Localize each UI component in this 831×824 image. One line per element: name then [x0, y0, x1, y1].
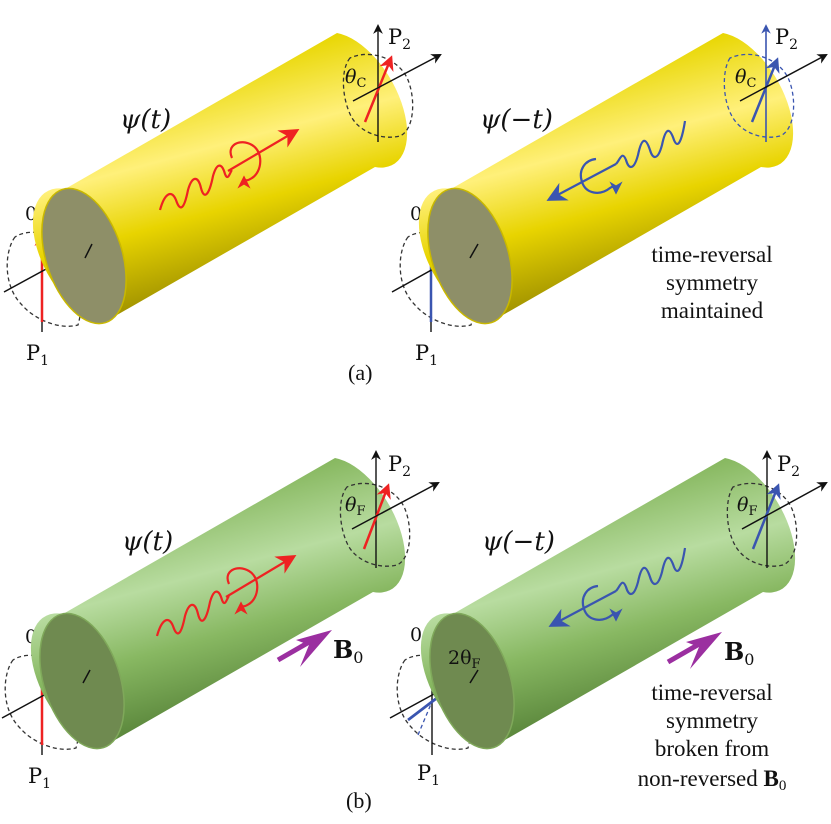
svg-text:time-reversal: time-reversal: [651, 242, 772, 267]
rotation-arrow-icon: [581, 584, 623, 622]
p1-label: P1: [28, 764, 51, 792]
output-polarizer: [723, 24, 828, 142]
rotated-polarization-vector-icon: [363, 55, 394, 123]
wave-label: ψ(−t): [482, 527, 555, 557]
field-label: B0: [724, 637, 754, 669]
rotation-arrow-icon: [226, 567, 259, 615]
rotation-arrow-icon: [229, 141, 262, 189]
rotated-polarization-vector-icon: [750, 57, 780, 123]
angle-label: θC: [735, 66, 756, 91]
polarization-ellipse-icon: [339, 482, 411, 567]
caption-b: (b): [346, 788, 372, 813]
beam-axis-icon: [351, 482, 440, 530]
symmetry-note: time-reversal symmetry broken from non-r…: [638, 680, 787, 794]
p2-label: P2: [388, 452, 411, 480]
forward-wave-icon: [158, 128, 300, 211]
svg-text:time-reversal: time-reversal: [651, 680, 772, 705]
wave-label: ψ(t): [120, 105, 171, 135]
rotated-polarization-vector-icon: [362, 483, 391, 550]
angle-label: θF: [737, 494, 757, 519]
beam-axis-icon: [352, 54, 442, 102]
angle-label: θF: [345, 494, 365, 519]
beam-axis-icon: [741, 481, 828, 530]
svg-text:non-reversed B0: non-reversed B0: [638, 766, 787, 794]
panel-a-left: 0 P1 ψ(t) P2 θC: [3, 24, 442, 369]
symmetry-note: time-reversal symmetry maintained: [651, 242, 772, 323]
wave-label: ψ(−t): [480, 105, 553, 135]
magnetic-field-arrow-icon: [666, 632, 722, 669]
p2-label: P2: [777, 452, 800, 480]
backward-wave-icon: [546, 120, 687, 201]
output-polarizer: [342, 24, 442, 142]
beam-axis-icon: [739, 54, 828, 102]
p1-label: P1: [26, 341, 49, 369]
rotation-arrow-icon: [579, 157, 623, 195]
polarization-ellipse-icon: [342, 53, 414, 138]
zero-label: 0: [410, 624, 422, 646]
backward-wave-icon: [548, 547, 687, 627]
angle-label: θC: [345, 66, 366, 91]
panel-b-left: 0 P1 ψ(t) P2 θF B0: [1, 450, 440, 792]
input-angle-label: 2θF: [448, 647, 481, 672]
svg-text:broken from: broken from: [655, 736, 769, 761]
wave-label: ψ(t): [122, 527, 173, 557]
svg-text:maintained: maintained: [661, 298, 764, 323]
output-polarizer: [339, 450, 440, 568]
rotated-polarization-vector-icon: [751, 483, 781, 550]
magnetic-field-arrow-icon: [276, 630, 332, 667]
output-polarizer: [726, 450, 828, 568]
svg-text:symmetry: symmetry: [666, 270, 758, 295]
panel-b-right: 0 P1 2θF ψ(−t) P2 θF B0 time-reversal s: [389, 450, 828, 794]
svg-text:symmetry: symmetry: [666, 708, 758, 733]
forward-wave-icon: [155, 554, 297, 637]
field-label: B0: [333, 635, 363, 667]
p1-label: P1: [417, 761, 440, 789]
p1-label: P1: [415, 341, 438, 369]
p2-label: P2: [775, 25, 798, 53]
panel-a-right: 0 P1 ψ(−t) P2 θC time-reversal symmetry …: [391, 24, 828, 369]
p2-label: P2: [388, 25, 411, 53]
caption-a: (a): [348, 360, 372, 385]
